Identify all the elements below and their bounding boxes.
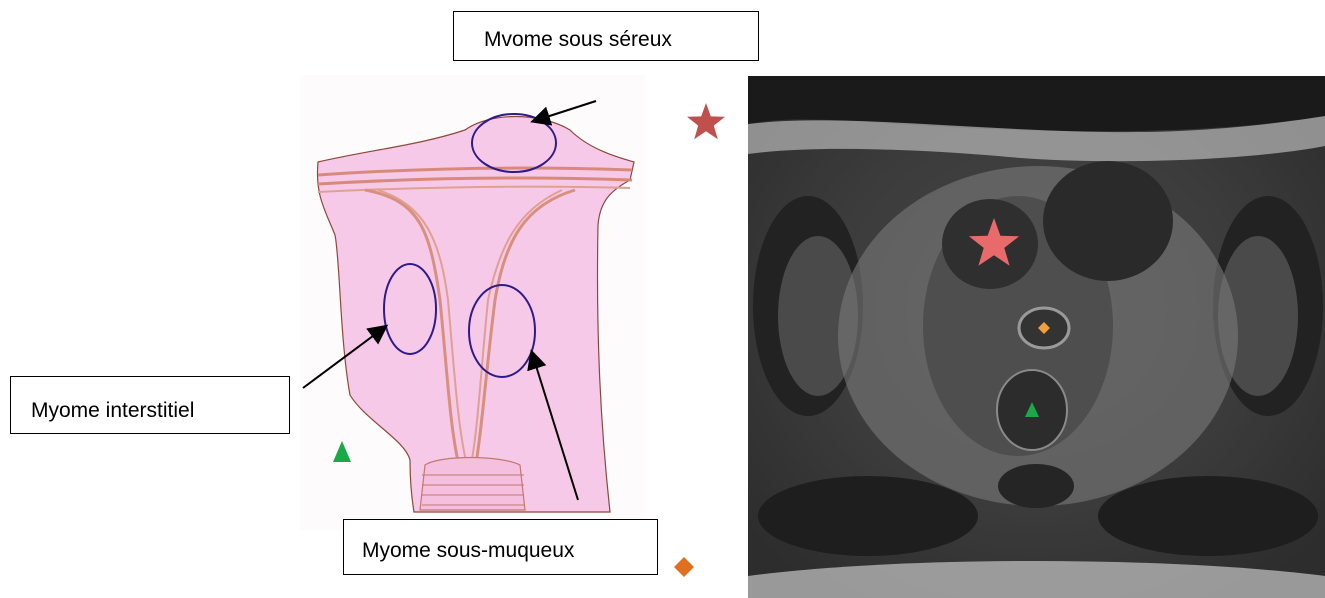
mri-muscle-lower-right <box>1098 476 1318 556</box>
mri-myoma-large <box>1043 161 1173 281</box>
mri-muscle-lower-left <box>758 476 978 556</box>
cervix <box>420 458 525 511</box>
label-interstitial-myoma: Myome interstitiel <box>10 376 290 434</box>
mri-rectum <box>998 464 1074 508</box>
diamond-icon <box>674 557 694 577</box>
star-icon <box>687 103 725 139</box>
label-submucous-myoma: Myome sous-muqueux <box>343 519 658 575</box>
mri-image <box>748 76 1325 598</box>
label-subserous-myoma: Mvome sous séreux <box>453 11 759 61</box>
